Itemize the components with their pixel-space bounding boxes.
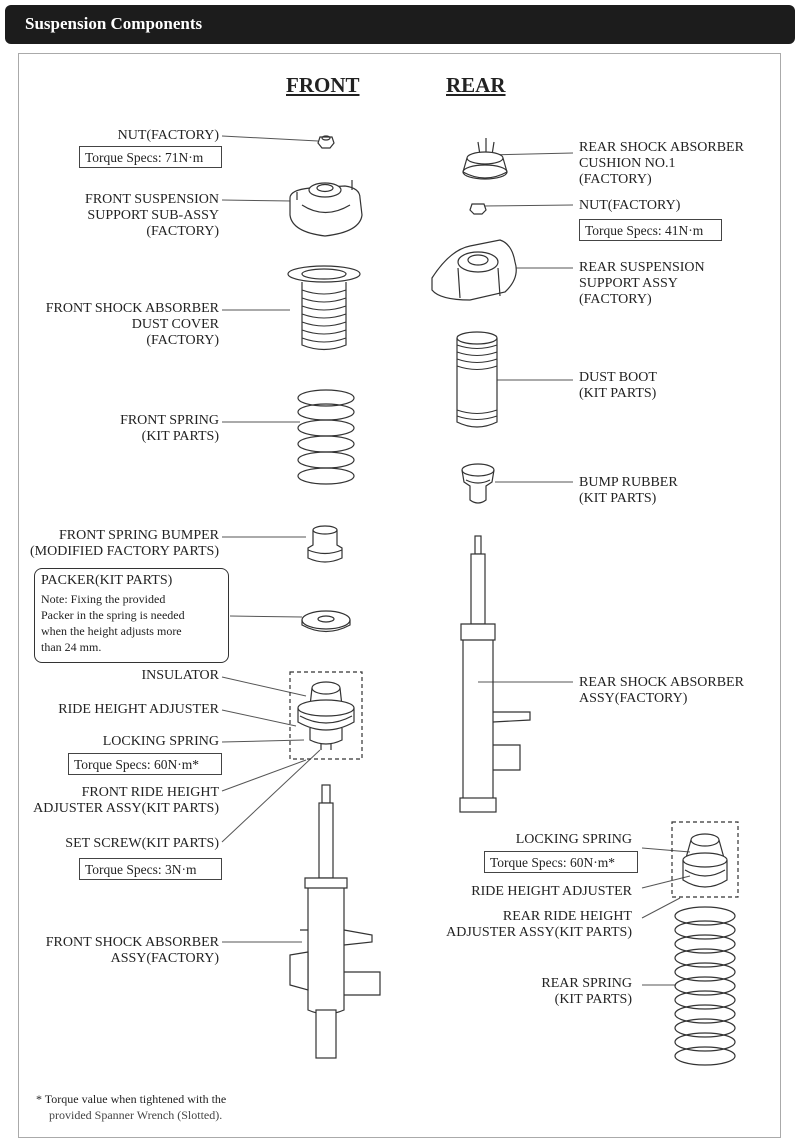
- packer-note: Note: Fixing the provided Packer in the …: [41, 592, 185, 654]
- front-support-drawing: [289, 180, 363, 237]
- rear-leader-lines: [478, 152, 691, 986]
- front-nut-label: NUT(FACTORY): [117, 128, 219, 143]
- front-locking-spring-label: LOCKING SPRING: [102, 734, 219, 749]
- front-spring-label: FRONT SPRING(KIT PARTS): [120, 413, 219, 444]
- front-locking-torque: Torque Specs: 60N·m*: [68, 753, 222, 775]
- front-insulator-label: INSULATOR: [141, 668, 219, 683]
- dust-boot-drawing: [456, 331, 498, 428]
- front-bumper-label: FRONT SPRING BUMPER(MODIFIED FACTORY PAR…: [30, 528, 219, 559]
- rear-spring-drawing: [674, 906, 736, 1066]
- header-bar: Suspension Components: [5, 5, 795, 44]
- front-ride-height-adjuster-label: RIDE HEIGHT ADJUSTER: [58, 702, 219, 717]
- front-set-screw-label: SET SCREW(KIT PARTS): [65, 836, 219, 851]
- front-column-title: FRONT: [286, 73, 360, 97]
- rear-ride-height-adjuster-label: RIDE HEIGHT ADJUSTER: [471, 884, 632, 899]
- rear-adjuster-drawing: [682, 833, 728, 888]
- front-nut-drawing: [317, 135, 335, 149]
- front-leader-lines: [221, 135, 321, 943]
- front-spring-drawing: [297, 389, 355, 485]
- rear-shock-drawing: [459, 535, 531, 813]
- rear-support-drawing: [431, 239, 517, 301]
- packer-title: PACKER(KIT PARTS): [41, 573, 173, 588]
- packer-drawing: [301, 610, 351, 633]
- front-nut-torque: Torque Specs: 71N·m: [79, 146, 222, 168]
- rear-spring-label: REAR SPRING(KIT PARTS): [541, 976, 632, 1007]
- rear-dust-boot-label: DUST BOOT(KIT PARTS): [579, 370, 657, 401]
- rear-nut-label: NUT(FACTORY): [579, 198, 681, 213]
- bump-rubber-drawing: [461, 463, 495, 504]
- torque-footnote: * Torque value when tightened with the p…: [36, 1092, 227, 1122]
- rear-nut-drawing: [469, 203, 487, 215]
- front-set-screw-torque: Torque Specs: 3N·m: [79, 858, 222, 880]
- rear-cushion-drawing: [462, 138, 508, 180]
- front-bumper-drawing: [307, 525, 343, 563]
- rear-locking-torque: Torque Specs: 60N·m*: [484, 851, 638, 873]
- rear-bump-rubber-label: BUMP RUBBER(KIT PARTS): [579, 475, 678, 506]
- front-adjuster-dashed-box: [289, 671, 363, 760]
- header-title: Suspension Components: [25, 14, 203, 33]
- rear-column-title: REAR: [446, 73, 506, 97]
- front-adjuster-drawing: [297, 681, 355, 750]
- rear-nut-torque: Torque Specs: 41N·m: [579, 219, 722, 241]
- front-dust-cover-drawing: [287, 265, 361, 351]
- front-shock-drawing: [289, 784, 381, 1059]
- packer-note-box: PACKER(KIT PARTS) Note: Fixing the provi…: [34, 568, 229, 663]
- rear-locking-spring-label: LOCKING SPRING: [515, 832, 632, 847]
